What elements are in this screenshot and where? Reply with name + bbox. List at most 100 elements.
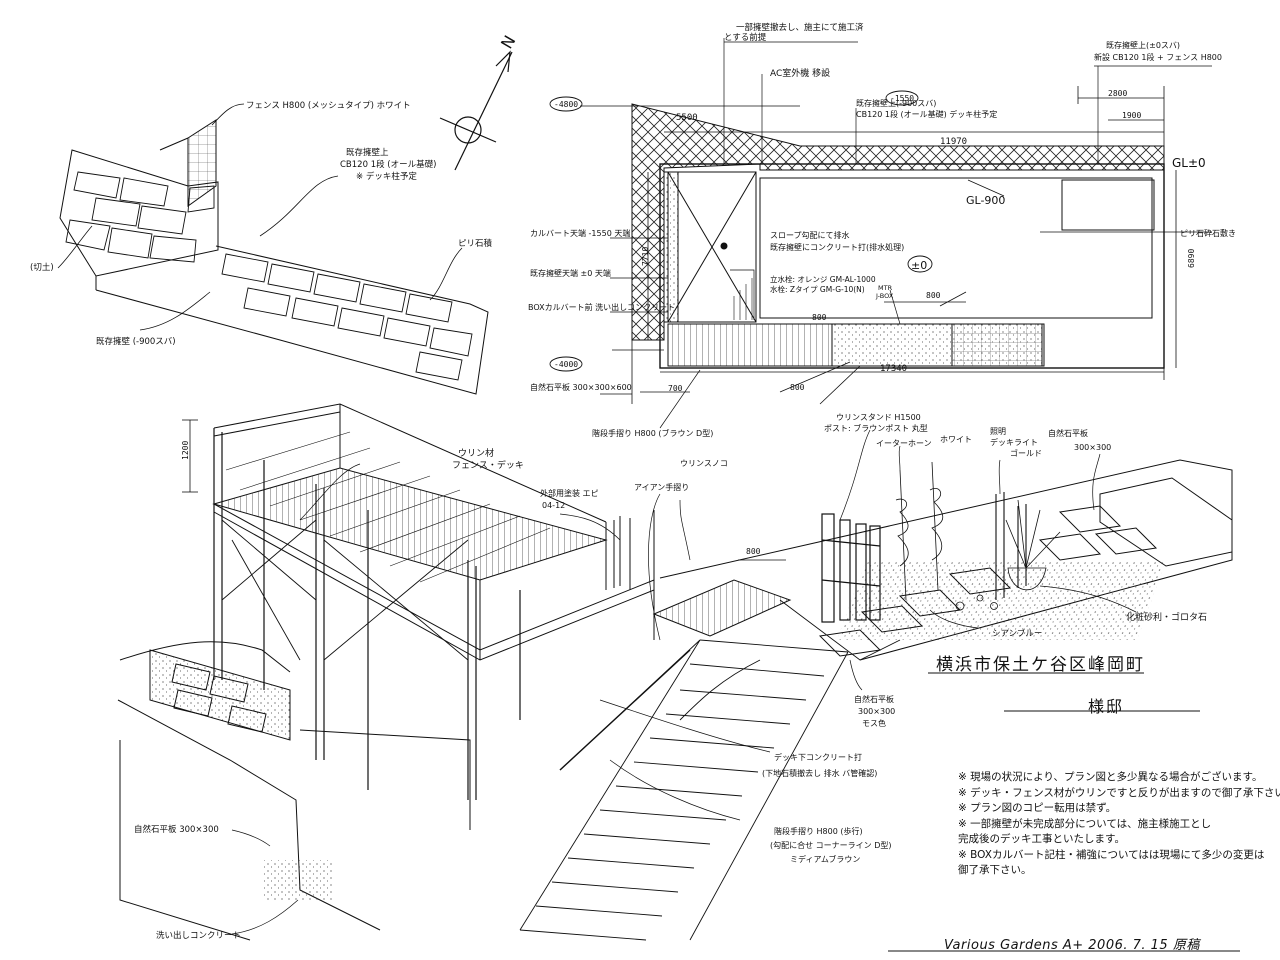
paint-label-1: 外部用塗装 エピ — [540, 488, 599, 498]
walkway — [652, 579, 792, 637]
note-line: ※ BOXカルバート記柱・補強についてはは現場にて多少の変更は — [958, 848, 1265, 861]
note-line: ※ 現場の状況により、プラン図と多少異なる場合がございます。 — [958, 771, 1263, 783]
level-pm-zero: ±0 — [911, 259, 927, 272]
blue-label: シアンブルー — [992, 628, 1042, 639]
culvert-callout: カルバート天端 -1550 天端 — [530, 228, 630, 238]
north-label: N — [497, 32, 519, 52]
dim-7710: 7710 — [641, 247, 650, 266]
cb-callout-1: 既存擁壁上 — [346, 147, 389, 158]
iso-dim-1200: 1200 — [181, 441, 190, 460]
dim-2800: 2800 — [1108, 89, 1127, 98]
light-label-3: ゴールド — [1010, 448, 1042, 458]
faucet-2: 水栓: Zタイプ GM-G-10(N) — [770, 284, 865, 294]
slope-note-2: 既存擁壁にコンクリート打(排水処理) — [770, 242, 904, 252]
paint-label-2: 04-12 — [542, 501, 565, 510]
stepping-stones — [818, 505, 1158, 657]
stone-label-2: 300×300 — [1074, 443, 1111, 452]
note-line: 御了承下さい。 — [958, 864, 1032, 876]
left-stone-label: 自然石平板 300×300 — [134, 824, 219, 835]
note-line: 完成後のデッキ工事といたします。 — [958, 833, 1125, 845]
note-line: ※ プラン図のコピー転用は禁ず。 — [958, 802, 1117, 814]
concrete-label-1: デッキ下コンクリート打 — [774, 752, 862, 762]
concrete-label-2: (下地石積撤去し 排水 バ管確認) — [762, 768, 877, 778]
retaining-wall-hatch — [631, 103, 1165, 341]
plan-stairs — [667, 323, 833, 367]
moss-label-3: モス色 — [862, 718, 886, 728]
top-note-2: とする前提 — [724, 32, 767, 43]
cb-callout-2: CB120 1段 (オール基礎) — [340, 159, 436, 170]
plants — [895, 461, 1061, 611]
dim-800-b: 800 — [812, 313, 827, 322]
jbox-label: J-BOX — [875, 292, 894, 300]
block-mid-2: CB120 1段 (オール基礎) デッキ柱予定 — [856, 109, 997, 119]
level-gl-zero: GL±0 — [1172, 156, 1206, 170]
dim-700: 700 — [668, 384, 683, 393]
cb-callout-3: ※ デッキ柱予定 — [356, 171, 417, 182]
plan-view — [580, 38, 1212, 429]
stone-wall-upper — [59, 149, 219, 277]
wall-detail — [57, 103, 489, 395]
stair-label-3: ミディアムブラウン — [790, 854, 860, 864]
north-arrow — [439, 50, 513, 171]
box-culvert-callout: BOXカルバート前 洗い出しコンクリート — [528, 302, 675, 312]
dim-1900: 1900 — [1122, 111, 1141, 120]
mtr-label: MTR — [878, 284, 893, 292]
stair-label-1: 階段手摺り H800 (歩行) — [774, 826, 863, 836]
pit-callout: 既存擁壁天端 ±0 天端 — [530, 268, 611, 278]
stone-wall-lower — [95, 245, 489, 395]
faucet-1: 立水栓: オレンジ GM-AL-1000 — [770, 274, 876, 284]
top-note-1: 一部擁壁撤去し、施主にて施工済 — [736, 22, 864, 33]
dim-800-c: 800 — [790, 383, 805, 392]
dim-5500: 5500 — [676, 113, 698, 123]
crushed-callout: ピリ石砕石敷き — [1180, 228, 1236, 238]
moss-label-2: 300×300 — [858, 707, 895, 716]
dim-17340: 17340 — [880, 364, 907, 374]
block-right-1: 既存擁壁上(±0スバ) — [1106, 40, 1180, 50]
stone-callout: ピリ石積 — [458, 238, 493, 249]
cut-callout: (切土) — [30, 262, 54, 273]
dim-800-a: 800 — [926, 291, 941, 300]
title-rules — [888, 672, 1240, 952]
title-client: 様邸 — [1088, 697, 1125, 716]
trellis-label-1: ウリンスタンド H1500 — [836, 413, 921, 422]
level-gl-900: GL-900 — [966, 194, 1005, 207]
block-right-2: 新設 CB120 1段 + フェンス H800 — [1094, 52, 1222, 62]
block-mid-1: 既存擁壁上(-900スバ) — [856, 98, 936, 108]
mesh-fence — [187, 119, 217, 207]
wash-label: 洗い出しコンクリート — [156, 930, 241, 941]
stone-label-1: 自然石平板 — [1048, 428, 1088, 438]
left-stone-wall — [149, 649, 291, 741]
deck-label-1: ウリン材 — [458, 447, 494, 459]
note-line: ※ 一部擁壁が未完成部分については、施主様施工とし — [958, 817, 1212, 830]
dim-6890: 6890 — [1187, 249, 1196, 268]
iron-rail-label: アイアン手摺り — [634, 482, 689, 492]
deck-label-2: フェンス・デッキ — [452, 459, 524, 471]
light-label-1: 照明 — [990, 427, 1006, 436]
ac-note: AC室外機 移設 — [770, 67, 830, 79]
level-mid-top: -1550 — [890, 94, 914, 103]
urin-label: ウリンスノコ — [680, 459, 728, 468]
dim-11970: 11970 — [940, 137, 967, 147]
level-tags — [549, 90, 933, 372]
signature: Various Gardens A+ 2006. 7. 15 原稿 — [944, 938, 1200, 953]
pebble-label: 化粧砂利・ゴロタ石 — [1126, 611, 1207, 623]
stair-rail-callout: 階段手摺り H800 (ブラウン D型) — [592, 428, 713, 438]
stairs — [519, 639, 849, 941]
stair-label-2: (勾配に合せ コーナーライン D型) — [770, 840, 892, 850]
moss-label-1: 自然石平板 — [854, 694, 894, 704]
fence-callout: フェンス H800 (メッシュタイプ) ホワイト — [246, 101, 411, 111]
plant-label: イーターホーン — [876, 439, 932, 448]
iso-view — [117, 403, 1233, 941]
existing-callout: 既存擁壁 (-900スバ) — [96, 336, 176, 347]
notes-block: ※ 現場の状況により、プラン図と多少異なる場合がございます。 ※ デッキ・フェン… — [958, 770, 1280, 879]
level-left-top: -4800 — [554, 100, 578, 109]
slope-note-1: スロープ勾配にて排水 — [770, 230, 850, 240]
level-left-bottom: -4000 — [554, 360, 578, 369]
trellis-label-3: ホワイト — [940, 435, 972, 444]
note-line: ※ デッキ・フェンス材がウリンですと反りが出ますので御了承下さい。 — [958, 786, 1280, 799]
deck-posts — [213, 428, 521, 800]
trellis — [821, 513, 881, 623]
light-label-2: デッキライト — [990, 437, 1038, 447]
iso-dim-800: 800 — [746, 547, 761, 556]
